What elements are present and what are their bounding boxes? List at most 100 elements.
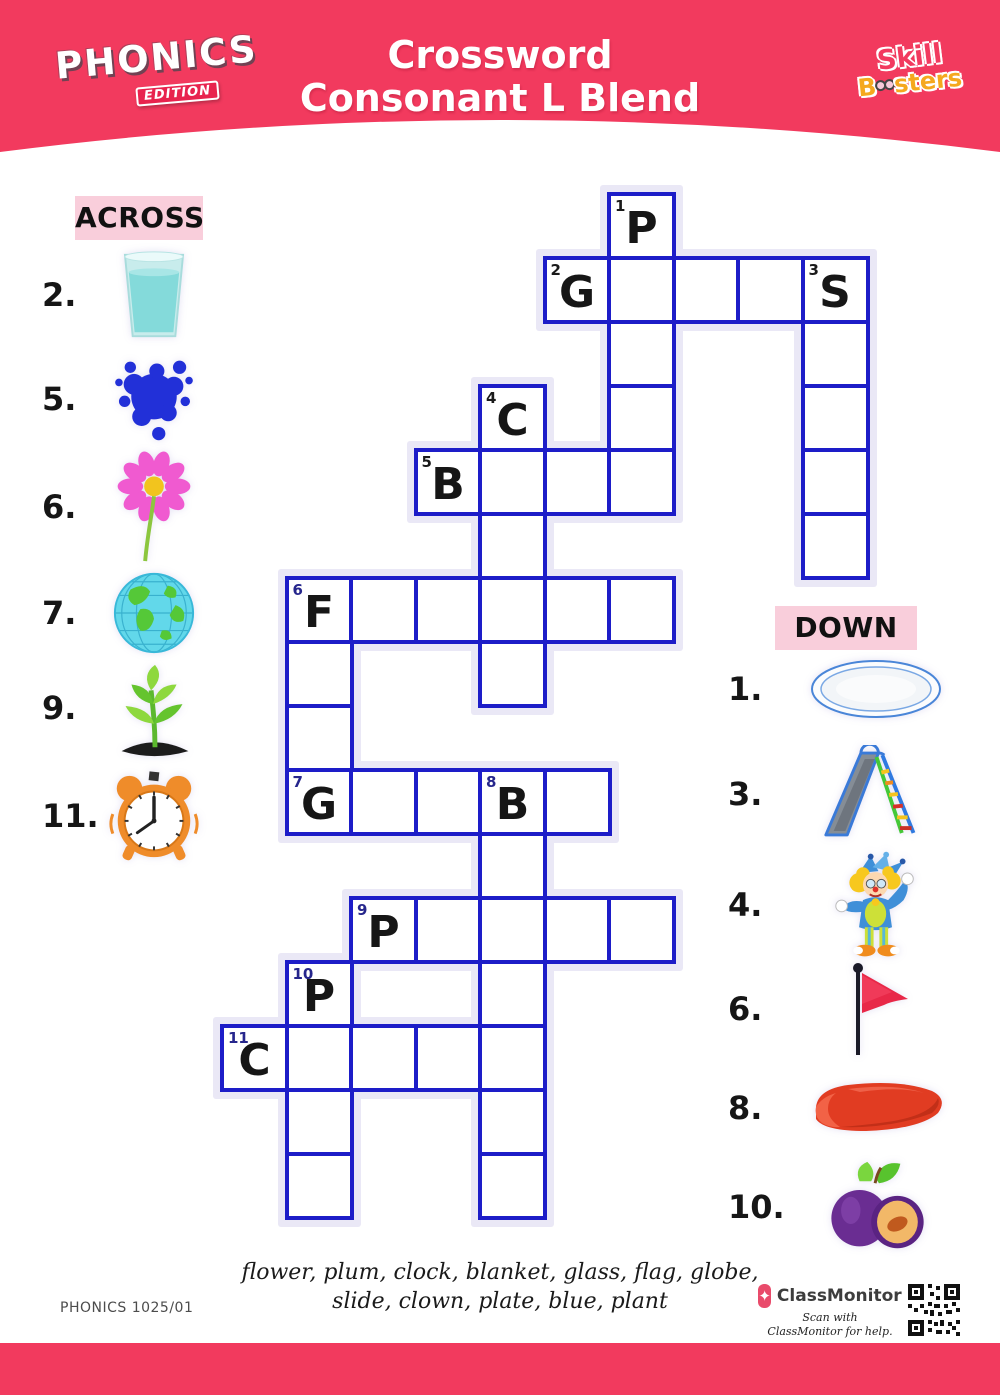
clue-number: 4. [728,886,763,924]
grid-cell[interactable] [413,896,483,964]
grid-cell[interactable] [284,704,354,772]
grid-cell[interactable] [478,1088,547,1156]
grid-cell[interactable] [284,640,354,708]
grid-cell[interactable] [284,1024,354,1092]
classmonitor-name: ClassMonitor [776,1286,902,1306]
grid-cell[interactable] [349,768,418,836]
grid-cell[interactable] [413,1024,483,1092]
cell-letter: P [302,971,336,1022]
grid-cell[interactable] [478,512,547,580]
slide-icon [780,745,972,843]
cell-letter: G [300,779,338,830]
grid-cell[interactable] [542,448,612,516]
down-heading: DOWN [775,606,917,650]
grid-cell[interactable] [478,960,547,1028]
across-clue-5: 5. [42,352,210,446]
clue-number: 8. [728,1089,763,1127]
cell-letter: S [819,267,851,318]
flower-icon [98,451,210,564]
down-clue-3: 3. [728,740,972,848]
clock-icon [99,767,210,865]
grid-cell[interactable] [607,576,676,644]
flag-icon [780,959,972,1059]
grid-cell[interactable] [284,1088,354,1156]
cell-letter: B [495,779,530,830]
clue-number: 5. [42,380,77,418]
word-bank: flower, plum, clock, blanket, glass, fla… [0,1258,1000,1316]
down-clue-8: 8. [728,1068,972,1148]
grid-cell[interactable] [800,384,870,452]
cell-number: 4 [486,389,497,407]
page-title: Crossword Consonant L Blend [0,33,1000,121]
grid-cell[interactable] [349,1024,418,1092]
grid-cell[interactable] [671,256,741,324]
grid-cell[interactable] [607,384,676,452]
cell-number: 6 [292,581,303,599]
clue-number: 3. [728,775,763,813]
cell-letter: C [496,395,529,446]
cell-number: 9 [357,901,368,919]
grid-cell[interactable] [413,768,483,836]
grid-cell[interactable] [478,448,547,516]
grid-cell[interactable] [800,448,870,516]
grid-cell[interactable] [478,1024,547,1092]
grid-cell[interactable] [478,576,547,644]
clue-number: 10. [728,1188,785,1226]
grid-cell[interactable] [607,256,676,324]
clue-number: 2. [42,276,77,314]
page-title-line2: Consonant L Blend [299,76,701,121]
grid-cell[interactable] [542,576,612,644]
scan-help-text: Scan with ClassMonitor for help. [767,1311,893,1338]
grid-cell[interactable] [349,576,418,644]
grid-cell[interactable] [284,1152,354,1220]
plate-icon [780,658,972,720]
across-clue-6: 6. [42,446,210,568]
grid-cell[interactable] [607,448,676,516]
blanket-icon [780,1073,972,1143]
grid-cell[interactable] [478,896,547,964]
glass-icon [98,249,210,341]
cell-number: 3 [808,261,819,279]
grid-cell[interactable] [478,640,547,708]
grid-cell[interactable] [736,256,805,324]
clue-number: 9. [42,689,77,727]
grid-cell[interactable] [542,768,612,836]
plant-icon [98,657,210,760]
splat-icon [98,354,210,444]
grid-cell[interactable] [542,896,612,964]
down-clue-1: 1. [728,650,972,728]
cell-number: 8 [486,773,497,791]
across-heading: ACROSS [75,196,204,240]
word-bank-line2: slide, clown, plate, blue, plant [332,1289,668,1315]
cell-number: 11 [228,1029,249,1047]
clue-number: 1. [728,670,763,708]
grid-cell[interactable] [478,832,547,900]
cell-number: 7 [292,773,303,791]
across-clue-2: 2. [42,242,210,348]
grid-cell[interactable] [607,896,676,964]
grid-cell[interactable] [607,320,676,388]
across-clue-7: 7. [42,566,210,660]
page-title-line1: Crossword [387,33,613,77]
grid-cell[interactable] [478,1152,547,1220]
grid-cell[interactable] [800,512,870,580]
cell-letter: G [558,267,596,318]
classmonitor-block: ✦ ClassMonitor Scan with ClassMonitor fo… [758,1284,902,1339]
grid-cell[interactable] [800,320,870,388]
grid-cell[interactable] [413,576,483,644]
cell-letter: P [367,907,400,958]
clown-icon [780,851,972,959]
qr-code [906,1282,962,1338]
